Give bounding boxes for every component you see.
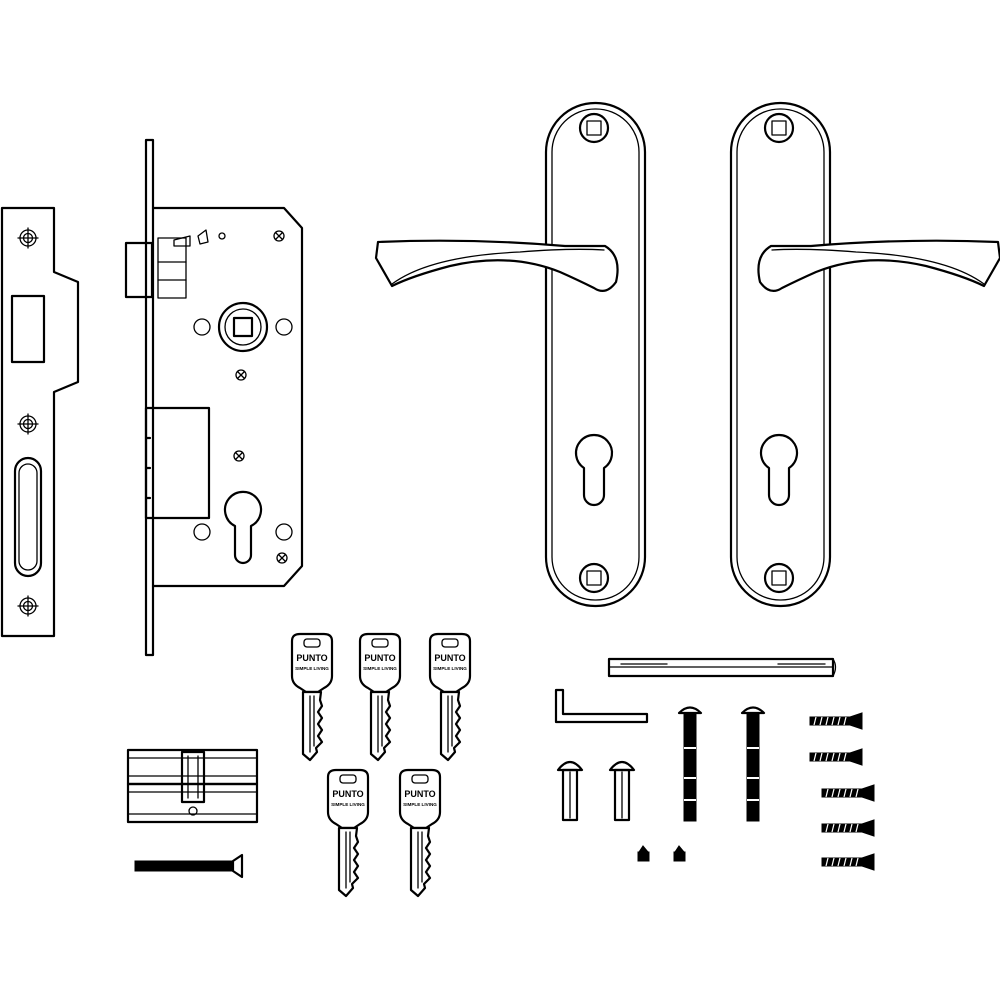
deadbolt bbox=[144, 406, 211, 520]
key-brand-label: PUNTO bbox=[332, 789, 363, 799]
allen-key bbox=[554, 688, 649, 724]
screw-icon bbox=[273, 230, 285, 242]
handle-right bbox=[729, 101, 1000, 608]
key-brand-label: PUNTO bbox=[434, 653, 465, 663]
key-tagline-label: SIMPLE LIVING bbox=[433, 666, 467, 671]
grub-screw bbox=[673, 845, 686, 862]
through-bolt bbox=[740, 706, 766, 822]
screw-hole-icon bbox=[17, 227, 39, 249]
keyhole bbox=[759, 433, 799, 507]
key-set: PUNTO SIMPLE LIVING PUNTO SIMPLE LIVING … bbox=[290, 632, 472, 898]
key-tagline-label: SIMPLE LIVING bbox=[363, 666, 397, 671]
strike-latch-opening bbox=[10, 294, 46, 364]
strike-plate bbox=[0, 206, 80, 638]
handle-left bbox=[374, 101, 647, 608]
lever-handle bbox=[757, 239, 1000, 293]
sleeve-nut bbox=[608, 760, 636, 822]
key-brand-label: PUNTO bbox=[296, 653, 327, 663]
screw-icon bbox=[233, 450, 245, 462]
key-tagline-label: SIMPLE LIVING bbox=[403, 802, 437, 807]
cylinder-fixing-screw bbox=[134, 853, 244, 879]
key: PUNTO SIMPLE LIVING bbox=[428, 632, 472, 762]
wood-screw bbox=[809, 712, 863, 730]
grub-screw bbox=[637, 845, 650, 862]
escutcheon-plate bbox=[729, 101, 832, 608]
key: PUNTO SIMPLE LIVING bbox=[398, 768, 442, 898]
sleeve-nut bbox=[556, 760, 584, 822]
key-tagline-label: SIMPLE LIVING bbox=[295, 666, 329, 671]
key-tagline-label: SIMPLE LIVING bbox=[331, 802, 365, 807]
screw-hole-icon bbox=[17, 413, 39, 435]
lock-faceplate bbox=[144, 138, 155, 657]
mortise-lock-body bbox=[124, 138, 304, 657]
wood-screw bbox=[809, 748, 863, 766]
spindle-bar bbox=[607, 657, 837, 678]
cylinder-cam bbox=[180, 750, 206, 804]
screw-icon bbox=[276, 552, 288, 564]
key: PUNTO SIMPLE LIVING bbox=[358, 632, 402, 762]
latch-bolt bbox=[124, 229, 226, 299]
key-brand-label: PUNTO bbox=[404, 789, 435, 799]
wood-screw bbox=[821, 819, 875, 837]
keyhole bbox=[574, 433, 614, 507]
euro-cylinder bbox=[126, 748, 259, 824]
wood-screw bbox=[821, 784, 875, 802]
wood-screw bbox=[821, 853, 875, 871]
key-brand-label: PUNTO bbox=[364, 653, 395, 663]
key: PUNTO SIMPLE LIVING bbox=[326, 768, 370, 898]
screw-hole-icon bbox=[17, 595, 39, 617]
spindle-hub bbox=[193, 301, 293, 353]
through-bolt bbox=[677, 706, 703, 822]
screw-icon bbox=[235, 369, 247, 381]
lever-handle bbox=[374, 239, 619, 293]
strike-bolt-slot bbox=[13, 456, 43, 578]
escutcheon-plate bbox=[544, 101, 647, 608]
cylinder-cutout bbox=[223, 490, 263, 565]
key: PUNTO SIMPLE LIVING bbox=[290, 632, 334, 762]
